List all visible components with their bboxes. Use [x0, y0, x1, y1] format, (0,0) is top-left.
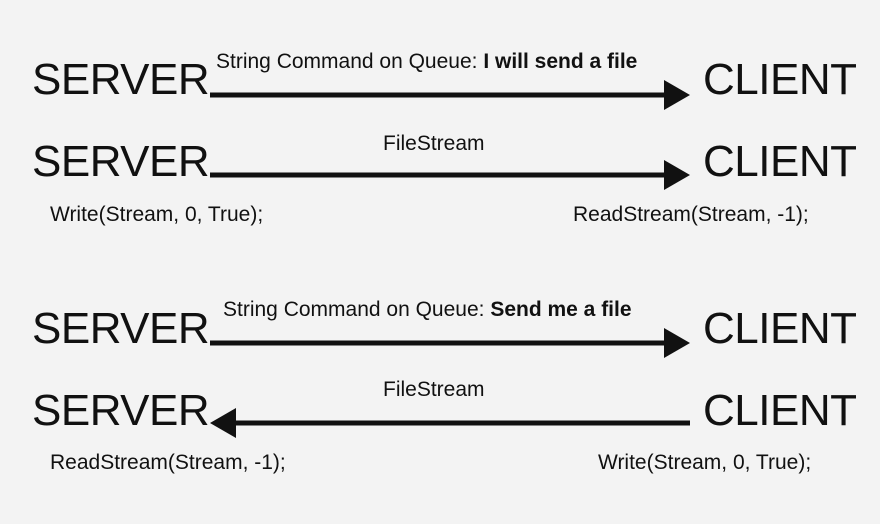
message-prefix: String Command on Queue: — [216, 50, 484, 73]
client-node-3: CLIENT — [703, 304, 857, 353]
server-call-2: Write(Stream, 0, True); — [50, 203, 264, 226]
client-call-4: Write(Stream, 0, True); — [598, 451, 812, 474]
server-call-4: ReadStream(Stream, -1); — [50, 451, 286, 474]
message-emphasis: Send me a file — [490, 298, 632, 321]
server-node-3: SERVER — [32, 304, 210, 353]
client-node-4: CLIENT — [703, 386, 857, 435]
message-label-2: FileStream — [383, 132, 485, 155]
message-label-4: FileStream — [383, 378, 485, 401]
message-label-3: String Command on Queue: Send me a file — [223, 298, 632, 322]
server-node-4: SERVER — [32, 386, 210, 435]
message-emphasis: I will send a file — [483, 50, 638, 73]
client-node-2: CLIENT — [703, 137, 857, 186]
server-node-2: SERVER — [32, 137, 210, 186]
arrow-row-3 — [210, 328, 690, 358]
client-call-2: ReadStream(Stream, -1); — [573, 203, 809, 226]
arrow-row-1 — [210, 80, 690, 110]
client-node-1: CLIENT — [703, 55, 857, 104]
message-prefix: String Command on Queue: — [223, 298, 491, 321]
arrow-row-2 — [210, 160, 690, 190]
message-label-1: String Command on Queue: I will send a f… — [216, 50, 637, 74]
server-node-1: SERVER — [32, 55, 210, 104]
arrow-row-4 — [210, 408, 690, 438]
